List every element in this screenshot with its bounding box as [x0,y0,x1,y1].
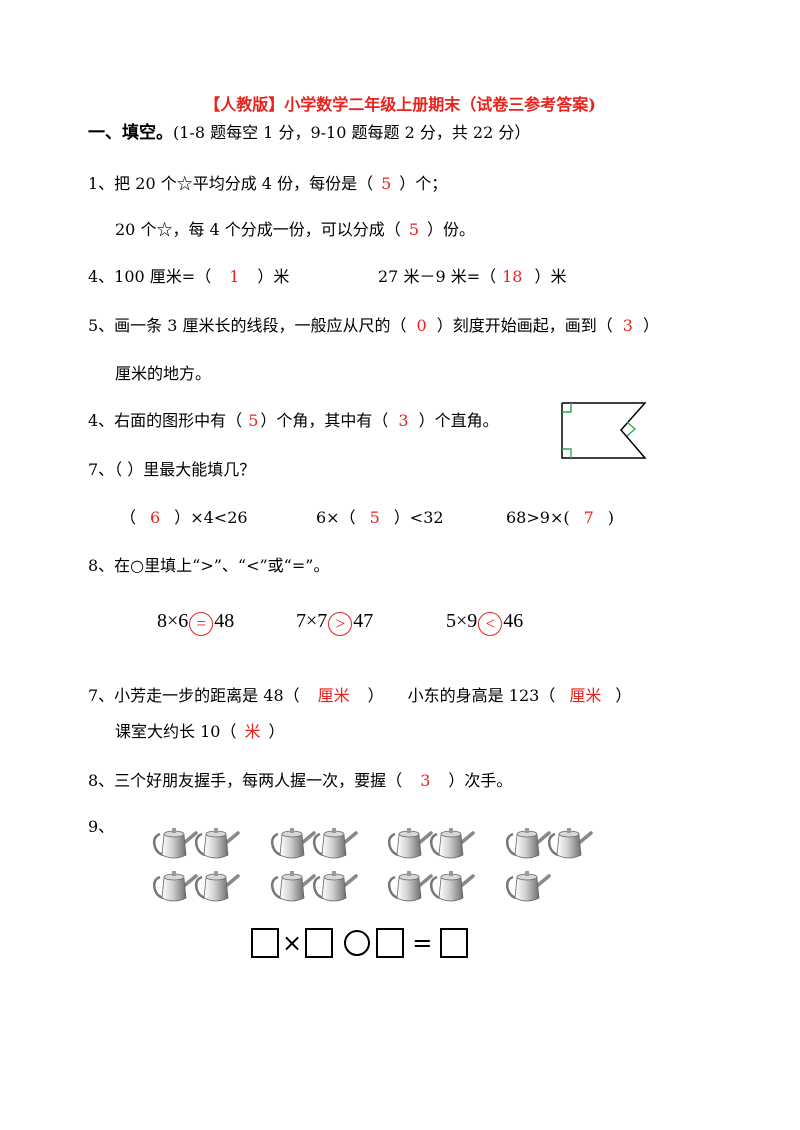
compare-circle: = [189,612,214,636]
question-7-expr-3: 68>9×(7) [506,508,615,527]
question-8-label: 8、在○里填上“>”、“<”或“=”。 [88,556,330,575]
teapot-icon [152,826,198,860]
question-7-label: 7、（ ）里最大能填几？ [88,460,256,479]
question-4-length-left: 4、100 厘米=（1）米 [88,267,290,286]
question-7-expr-1: （6）×4<26 [120,508,248,527]
answer-box[interactable] [440,928,469,958]
teapot-icon [429,826,475,860]
teapot-groups [152,826,593,903]
teapot-icon [152,869,198,903]
teapot-icon [429,869,475,903]
question-7-units-line-2: 课室大约长 10（米） [115,722,285,741]
question-4-angles: 4、右面的图形中有（5）个角，其中有（3）个直角。 [88,411,499,430]
teapot-icon [194,869,240,903]
compare-1: 8×6=48 [157,611,234,636]
question-7-units-line-1: 7、小芳走一步的距离是 48（厘米）小东的身高是 123（厘米） [88,686,632,705]
teapot-icon [505,869,551,903]
question-7-expr-2: 6×（5）<32 [316,508,444,527]
question-1-line-1: 1、把 20 个☆平均分成 4 份，每份是（5）个； [88,174,448,193]
question-9-label: 9、 [88,817,115,836]
compare-3: 5×9<46 [446,611,523,636]
section-heading: 一、填空。(1-8 题每空 1 分，9-10 题每题 2 分，共 22 分） [88,123,531,143]
teapot-icon [270,869,316,903]
equation-template: × = [251,928,469,958]
question-4-length-right: 27 米－9 米=（18）米 [378,267,567,286]
compare-2: 7×7>47 [296,611,373,636]
teapot-icon [194,826,240,860]
teapot-icon [312,826,358,860]
question-8-handshake: 8、三个好朋友握手，每两人握一次，要握（3）次手。 [88,771,513,790]
question-5-line-1: 5、画一条 3 厘米长的线段，一般应从尺的（0）刻度开始画起，画到（3） [88,316,659,335]
compare-circle: < [478,612,503,636]
right-angle-mark [562,403,572,413]
times-sign: × [282,929,303,957]
question-1-line-2: 20 个☆，每 4 个分成一份，可以分成（5）份。 [115,220,476,239]
teapot-icon [312,869,358,903]
compare-circle: > [328,612,353,636]
question-5-line-2: 厘米的地方。 [115,364,212,383]
right-angle-mark [562,448,572,458]
teapot-icon [270,826,316,860]
flag-shape-figure [561,402,647,459]
equals-sign: = [412,929,433,957]
teapot-icon [387,869,433,903]
answer-box[interactable] [251,928,279,958]
page-title: 【人教版】小学数学二年级上册期末（试卷三参考答案) [204,95,596,114]
teapot-icon [547,826,593,860]
teapot-icon [387,826,433,860]
answer-box[interactable] [305,928,334,958]
answer-box[interactable] [376,928,405,958]
teapot-icon [505,826,551,860]
angle-mark [626,421,637,437]
operator-circle[interactable] [344,930,371,956]
